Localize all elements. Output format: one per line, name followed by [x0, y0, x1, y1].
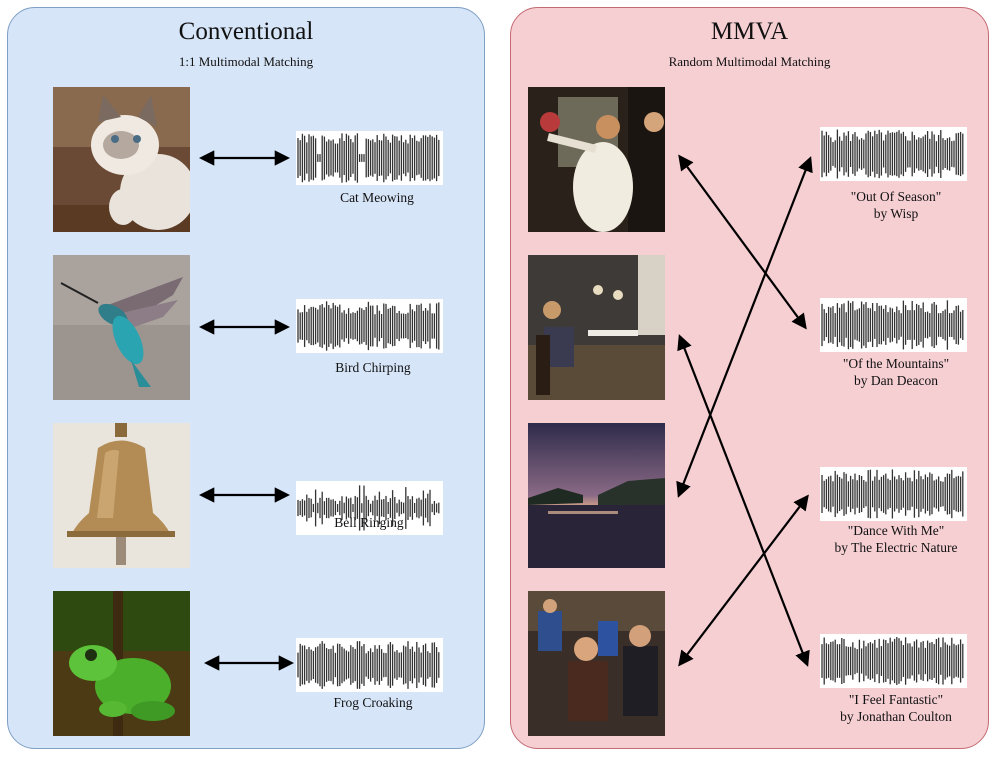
label-i-feel-fantastic: "I Feel Fantastic" by Jonathan Coulton [806, 691, 986, 725]
waveform-bird [296, 299, 443, 353]
waveform-dance-with-me [820, 467, 967, 521]
label-out-of-season: "Out Of Season" by Wisp [806, 188, 986, 222]
song-title: "I Feel Fantastic" [848, 692, 944, 707]
song-title: "Dance With Me" [847, 523, 945, 538]
restaurant-diner-image [528, 255, 665, 400]
label-of-the-mountains: "Of the Mountains" by Dan Deacon [806, 355, 986, 389]
conventional-title: Conventional [178, 18, 314, 45]
wedding-dance-image [528, 87, 665, 232]
beach-sunset-image [528, 423, 665, 568]
kitten-image [53, 87, 190, 232]
label-bird-chirping: Bird Chirping [335, 360, 411, 375]
waveform-out-of-season [820, 127, 967, 181]
label-cat-meowing: Cat Meowing [340, 190, 414, 205]
sports-fans-image [528, 591, 665, 736]
mmva-subtitle: Random Multimodal Matching [668, 54, 831, 69]
label-frog-croaking: Frog Croaking [333, 695, 413, 710]
song-artist: by The Electric Nature [834, 540, 958, 555]
bell-image [53, 423, 190, 568]
conventional-subtitle: 1:1 Multimodal Matching [178, 54, 314, 69]
song-artist: by Jonathan Coulton [840, 709, 952, 724]
waveform-bell [296, 481, 443, 535]
song-title: "Out Of Season" [850, 189, 942, 204]
waveform-cat [296, 131, 443, 185]
song-title: "Of the Mountains" [842, 356, 950, 371]
frog-image [53, 591, 190, 736]
label-dance-with-me: "Dance With Me" by The Electric Nature [806, 522, 986, 556]
waveform-frog [296, 638, 443, 692]
song-artist: by Wisp [873, 206, 919, 221]
song-artist: by Dan Deacon [854, 373, 938, 388]
waveform-of-the-mountains [820, 298, 967, 352]
label-bell-ringing: Bell Ringing [334, 515, 404, 530]
waveform-i-feel-fantastic [820, 634, 967, 688]
hummingbird-image [53, 255, 190, 400]
mmva-title: MMVA [710, 18, 789, 45]
